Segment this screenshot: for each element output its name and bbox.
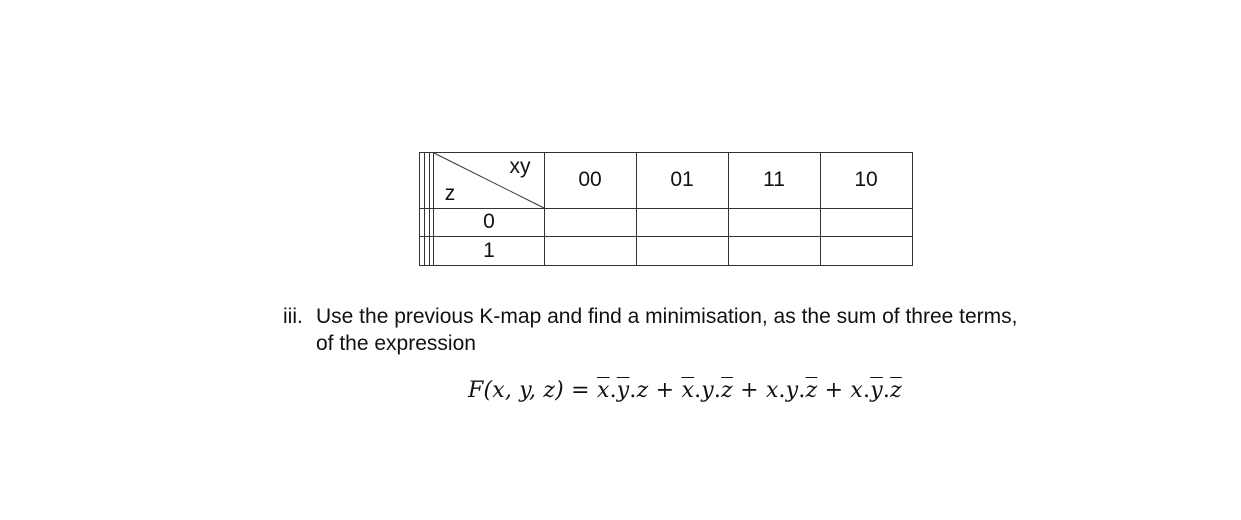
formula-term: x.y.z [597, 378, 648, 403]
formula-negated-variable: x [596, 378, 610, 403]
formula: F(x, y, z) = x.y.z + x.y.z + x.y.z + x.y… [468, 378, 902, 403]
formula-dot: . [629, 378, 637, 403]
formula-dot: . [882, 378, 891, 403]
formula-dot: . [778, 378, 786, 403]
formula-terms: x.y.z + x.y.z + x.y.z + x.y.z [597, 378, 902, 403]
formula-dot: . [798, 378, 806, 403]
formula-term: x.y.z [681, 378, 732, 403]
formula-dot: . [713, 378, 722, 403]
formula-variable: z [636, 378, 649, 403]
kmap-col-header: 10 [854, 168, 877, 191]
formula-variable: y [701, 378, 714, 403]
question-text: Use the previous K-map and find a minimi… [316, 305, 1018, 355]
formula-plus: + [648, 378, 682, 403]
formula-variable: x [850, 378, 864, 403]
formula-dot: . [609, 378, 617, 403]
formula-negated-variable: y [616, 378, 630, 403]
formula-plus: + [732, 378, 766, 403]
formula-plus: + [817, 378, 851, 403]
formula-variable: x [765, 378, 779, 403]
formula-term: x.y.z [850, 378, 901, 403]
kmap-row-header: 1 [483, 239, 495, 262]
kmap-table: xy z 00 01 11 10 0 1 [419, 152, 913, 266]
formula-negated-variable: z [721, 378, 733, 403]
kmap-col-header: 00 [578, 168, 601, 191]
formula-negated-variable: z [805, 378, 818, 403]
formula-equals: = [571, 378, 590, 403]
kmap-corner-diagonal [433, 152, 545, 209]
formula-negated-variable: z [890, 378, 902, 403]
kmap-row-header-label: z [445, 182, 456, 205]
formula-negated-variable: y [870, 378, 883, 403]
formula-variable: y [785, 378, 799, 403]
kmap-grid: xy z 00 01 11 10 0 1 [419, 152, 913, 266]
kmap-row-header: 0 [483, 210, 495, 233]
kmap-col-header: 11 [763, 168, 785, 191]
kmap-col-header-label: xy [510, 155, 532, 178]
kmap-col-header: 01 [670, 168, 693, 191]
formula-dot: . [863, 378, 871, 403]
question-number: iii. [283, 305, 303, 328]
formula-negated-variable: x [681, 378, 695, 403]
formula-lhs: F(x, y, z) [468, 378, 564, 403]
formula-term: x.y.z [766, 378, 817, 403]
formula-dot: . [694, 378, 702, 403]
